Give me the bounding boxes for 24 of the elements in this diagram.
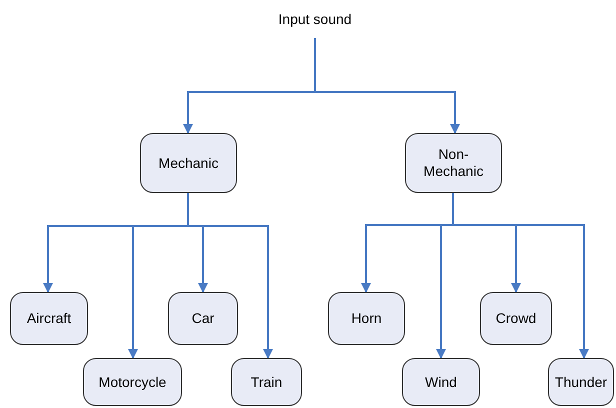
category-label: Horn [351, 310, 382, 327]
connector-arrow [314, 38, 460, 134]
category-box [10, 292, 88, 345]
category-label: Mechanic [158, 154, 218, 172]
category-box [548, 358, 614, 406]
category-label: Train [250, 374, 282, 390]
category-label: Wind [425, 374, 457, 390]
connector-arrow [452, 193, 589, 359]
category-label: Thunder [554, 374, 608, 390]
root-label: Input sound [262, 6, 368, 32]
category-box [480, 292, 552, 345]
category-box [83, 358, 182, 406]
category-box [405, 133, 502, 193]
category-label: Motorcycle [98, 374, 166, 390]
category-label: Non-Mechanic [422, 146, 484, 180]
category-label: Crowd [496, 310, 536, 327]
category-box [140, 133, 237, 193]
category-box [328, 292, 405, 345]
category-label: Car [192, 310, 214, 327]
category-box [402, 358, 480, 406]
connector-arrow [187, 193, 273, 359]
category-label: Aircraft [26, 310, 72, 327]
category-box [168, 292, 238, 345]
category-box [231, 358, 302, 406]
